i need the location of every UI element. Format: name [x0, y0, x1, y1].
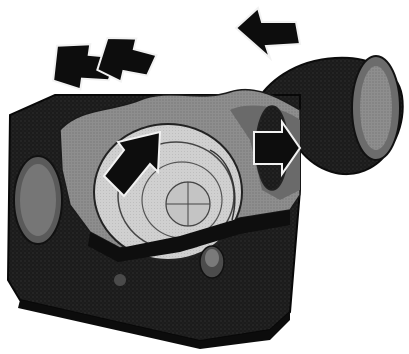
arrow-icon: [89, 25, 161, 95]
arrow-icon: [236, 8, 300, 58]
